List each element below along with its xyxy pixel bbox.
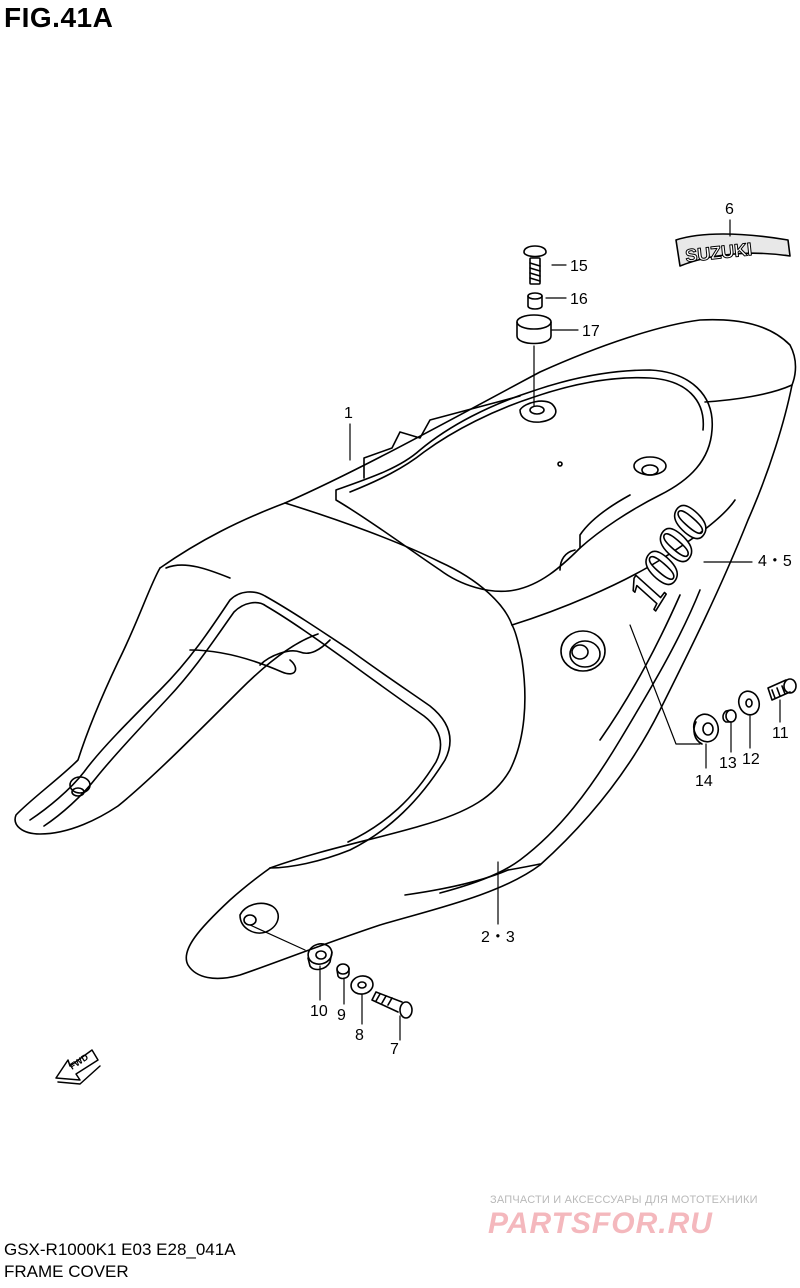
callout-15: 15 <box>570 258 588 275</box>
watermark-tagline: ЗАПЧАСТИ И АКСЕССУАРЫ ДЛЯ МОТОТЕХНИКИ <box>490 1194 758 1206</box>
callout-14: 14 <box>695 773 713 790</box>
callout-13: 13 <box>719 755 737 772</box>
fwd-arrow-icon: FWD <box>55 1049 101 1085</box>
decal-1000: 1000 <box>613 494 723 619</box>
collar-9 <box>336 963 350 980</box>
callout-4-5: 4・5 <box>758 553 792 570</box>
leader-lines <box>249 219 781 1041</box>
callout-labels: 1 2・3 4・5 6 7 8 9 10 11 12 13 14 15 16 1… <box>310 201 792 1058</box>
collar-13 <box>722 709 737 723</box>
washer-8 <box>350 975 374 995</box>
collar-16 <box>527 292 543 310</box>
grommet-14 <box>692 713 720 745</box>
bolt-11 <box>767 678 797 701</box>
figure-name: FRAME COVER <box>4 1262 129 1281</box>
figure-title: FIG.41A <box>4 2 114 33</box>
callout-16: 16 <box>570 291 588 308</box>
decal-1000-text: 1000 <box>614 495 722 618</box>
callout-2-3: 2・3 <box>481 929 515 946</box>
seat-recess-outline <box>335 369 713 593</box>
suzuki-emblem-text: SUZUKI <box>684 239 753 266</box>
bolt-7 <box>371 991 413 1019</box>
callout-9: 9 <box>337 1007 346 1024</box>
callout-8: 8 <box>355 1027 364 1044</box>
callout-10: 10 <box>310 1003 328 1020</box>
seat-cowl-outline <box>14 318 797 980</box>
watermark-logo: PARTSFOR.RU <box>488 1207 713 1240</box>
cushion-17 <box>516 314 552 345</box>
callout-12: 12 <box>742 751 760 768</box>
callout-11: 11 <box>772 725 789 742</box>
side-grommet <box>560 630 606 672</box>
callout-7: 7 <box>390 1041 399 1058</box>
screw-15 <box>523 245 547 285</box>
callout-17: 17 <box>582 323 600 340</box>
model-code: GSX-R1000K1 E03 E28_041A <box>4 1240 236 1259</box>
suzuki-emblem: SUZUKI <box>675 233 791 267</box>
inner-rail-outline <box>29 591 451 869</box>
callout-6: 6 <box>725 201 734 218</box>
callout-1: 1 <box>344 405 353 422</box>
washer-12 <box>737 690 761 716</box>
